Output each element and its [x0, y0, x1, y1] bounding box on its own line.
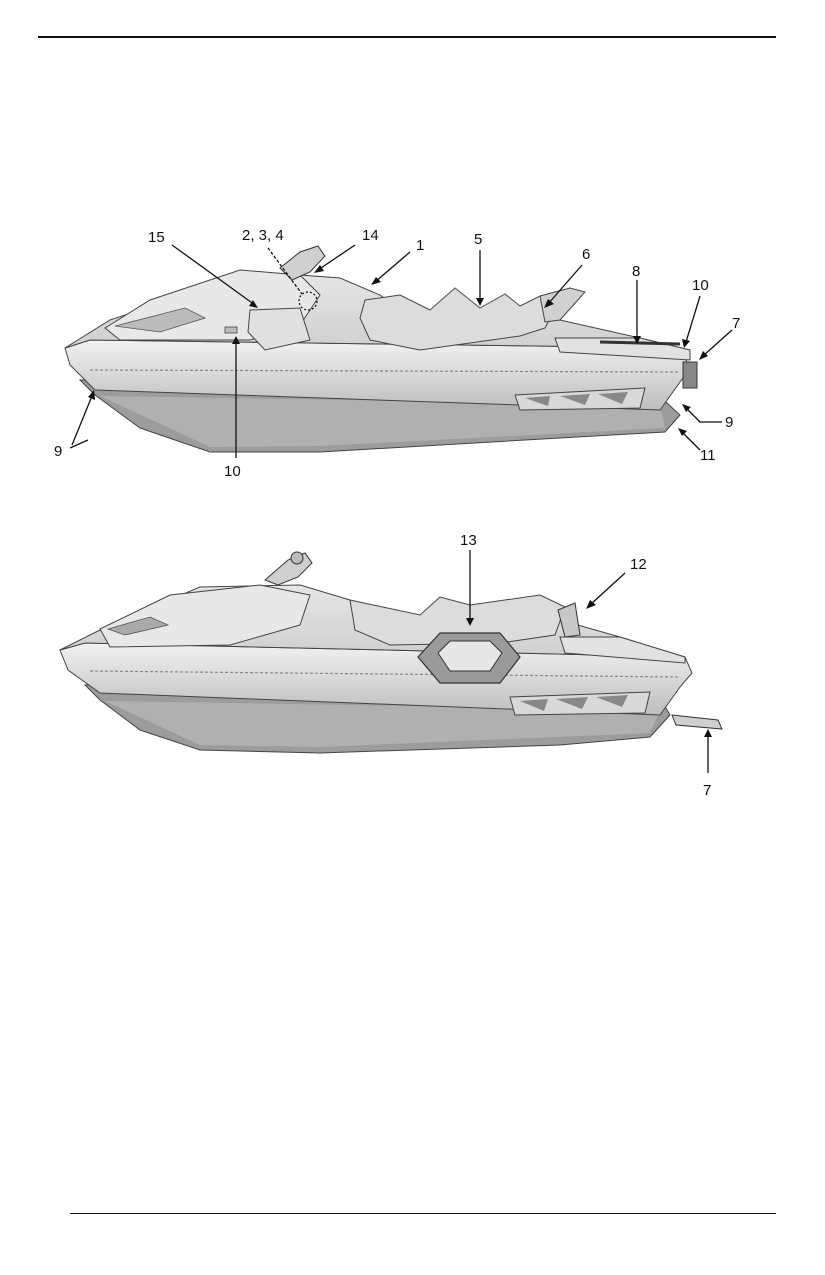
leader-lines-bottom [466, 550, 712, 773]
callout-1: 1 [416, 237, 424, 254]
leader-lines-top [69, 244, 733, 458]
callout-8: 8 [632, 263, 640, 280]
callout-13: 13 [460, 532, 477, 549]
callout-5: 5 [474, 231, 482, 248]
callout-7-bottom: 7 [703, 782, 711, 799]
watercraft-side-view-top: 15 2, 3, 4 14 1 5 6 8 10 7 9 11 9 10 [54, 227, 740, 480]
rear-grab-handle [539, 287, 586, 323]
glove-box [247, 307, 311, 351]
handlebar [279, 245, 326, 281]
rear-control [557, 602, 581, 638]
tow-hook [682, 361, 698, 389]
front-cowling [99, 584, 311, 648]
callout-6: 6 [582, 246, 590, 263]
watercraft-side-view-bottom: 13 12 7 [59, 532, 723, 799]
callout-2-3-4: 2, 3, 4 [242, 227, 284, 244]
callout-7: 7 [732, 315, 740, 332]
callout-11: 11 [700, 447, 716, 464]
dashed-locator-circle [298, 291, 318, 311]
callout-9-rear: 9 [725, 414, 733, 431]
callout-12: 12 [630, 556, 647, 573]
tow-pipe [671, 714, 723, 730]
callout-14: 14 [362, 227, 379, 244]
handlebar [264, 552, 313, 586]
header-rule [38, 36, 776, 38]
callout-10-rear: 10 [692, 277, 709, 294]
footer-rule [70, 1213, 776, 1214]
callout-9-front: 9 [54, 443, 62, 460]
callout-15: 15 [148, 229, 165, 246]
callout-10-front: 10 [224, 463, 241, 480]
